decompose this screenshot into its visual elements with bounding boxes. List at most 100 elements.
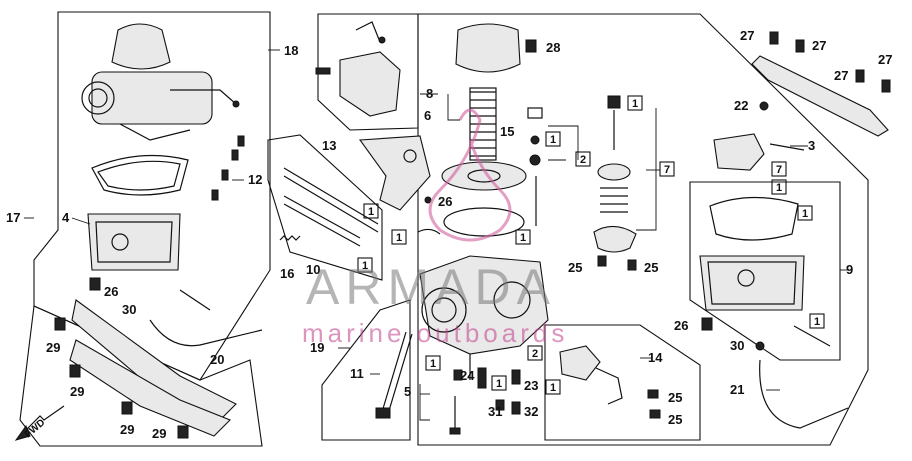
- callout-21: 21: [730, 382, 744, 397]
- callout-25-b: 25: [644, 260, 658, 275]
- tag-box: [771, 179, 787, 195]
- frame-left-lower: [19, 305, 263, 447]
- callout-26-center: 26: [438, 194, 452, 209]
- tag-box: [527, 345, 543, 361]
- needle-jet-parts: [527, 107, 543, 226]
- diaphragm-ring: [443, 207, 525, 237]
- callout-9: 9: [846, 262, 853, 277]
- frame-right-assembly: [417, 13, 869, 446]
- spring-16: [279, 235, 301, 241]
- callout-22: 22: [734, 98, 748, 113]
- left-float-bowl-gasket: [91, 154, 189, 196]
- tag-label: 7: [664, 164, 670, 176]
- callout-30-right: 30: [730, 338, 744, 353]
- callout-25-c: 25: [668, 390, 682, 405]
- left-bracket-lower: [69, 339, 231, 437]
- frame-accel-pump: [544, 324, 701, 441]
- bracket-screws-27: [769, 31, 891, 93]
- diaphragm-spring-15: [469, 87, 497, 161]
- center-carburetor-body: [419, 255, 549, 380]
- link-clip-parts: [417, 196, 441, 235]
- right-float-bowl-gasket: [709, 196, 799, 241]
- left-bracket-screws: [54, 317, 189, 439]
- callout-24: 24: [460, 368, 475, 383]
- tag-label: 1: [632, 98, 638, 110]
- tag-label: 1: [814, 316, 820, 328]
- fwd-label: FWD: [23, 417, 48, 440]
- callout-6: 6: [424, 108, 431, 123]
- frame-lower-center: [321, 299, 411, 441]
- link-rod-shafts: [283, 167, 379, 247]
- callout-29-a: 29: [46, 340, 60, 355]
- leader-lines: [24, 49, 852, 421]
- left-needle-jet: [179, 289, 211, 311]
- diaphragm-piston: [441, 161, 527, 191]
- tag-label: 1: [396, 232, 402, 244]
- tag-box: [627, 95, 643, 111]
- reference-tags: 1 1 1 1 2 1 1 7 7 1 1 1 1 1 2 1: [357, 95, 825, 395]
- tag-label: 1: [520, 232, 526, 244]
- callout-18: 18: [284, 43, 298, 58]
- callout-5: 5: [404, 384, 411, 399]
- tag-box: [357, 257, 373, 273]
- watermark-logo: [428, 108, 512, 242]
- left-drain-screw: [89, 277, 101, 291]
- watermark-subtitle: marine outboards: [302, 318, 568, 348]
- callout-31: 31: [488, 404, 502, 419]
- right-needle-jet: [793, 325, 831, 347]
- tag-box: [771, 161, 787, 177]
- frame-float-bowl-right: [689, 181, 841, 361]
- throttle-link-plate: [358, 135, 431, 211]
- throttle-bracket-upper: [315, 21, 401, 117]
- tag-box: [659, 161, 675, 177]
- callout-15: 15: [500, 124, 514, 139]
- tag-box: [809, 313, 825, 329]
- callout-10: 10: [306, 262, 320, 277]
- left-jets-group: [211, 135, 245, 201]
- tag-box: [425, 355, 441, 371]
- center-jets-screws: [449, 367, 521, 435]
- callout-27-d: 27: [878, 52, 892, 67]
- air-vent-cover-3: [713, 133, 805, 171]
- tag-box: [363, 203, 379, 219]
- starter-valve-11: [375, 331, 413, 419]
- tag-label: 1: [496, 378, 502, 390]
- callout-numbers: 18 17 4 12 26 30 20 29 29 29 29 13 10 16…: [6, 28, 892, 441]
- accel-pump-cover: [559, 345, 661, 419]
- tag-box: [515, 229, 531, 245]
- left-overflow-hose: [149, 319, 263, 347]
- callout-30-left: 30: [122, 302, 136, 317]
- screw-25-a: [597, 255, 607, 267]
- tag-box: [545, 131, 561, 147]
- top-right-bracket: [751, 55, 889, 137]
- tag-label: 1: [362, 260, 368, 272]
- accel-pump-diaphragm-group: [593, 95, 637, 253]
- callout-12: 12: [248, 172, 262, 187]
- tag-label: 2: [532, 348, 538, 360]
- tag-label: 1: [550, 134, 556, 146]
- callout-27-b: 27: [812, 38, 826, 53]
- callout-32: 32: [524, 404, 538, 419]
- right-carburetor-top-cap: [455, 23, 521, 73]
- callout-13: 13: [322, 138, 336, 153]
- callout-11: 11: [350, 366, 364, 381]
- callout-3: 3: [808, 138, 815, 153]
- right-clip-30: [755, 341, 765, 351]
- tag-box: [575, 151, 591, 167]
- callout-17: 17: [6, 210, 20, 225]
- tag-label: 1: [430, 358, 436, 370]
- right-overflow-hose-21: [759, 359, 849, 429]
- right-float-bowl: [699, 255, 805, 311]
- frame-throttle-linkage: [267, 134, 383, 281]
- tag-label: 1: [368, 206, 374, 218]
- tag-label: 1: [802, 208, 808, 220]
- screw-25-b: [627, 259, 637, 271]
- callout-26-right: 26: [674, 318, 688, 333]
- callout-26-left: 26: [104, 284, 118, 299]
- callout-27-a: 27: [740, 28, 754, 43]
- frame-center-top: [317, 13, 419, 131]
- callout-25-d: 25: [668, 412, 682, 427]
- cap-screw-28: [525, 39, 537, 53]
- callout-19: 19: [310, 340, 324, 355]
